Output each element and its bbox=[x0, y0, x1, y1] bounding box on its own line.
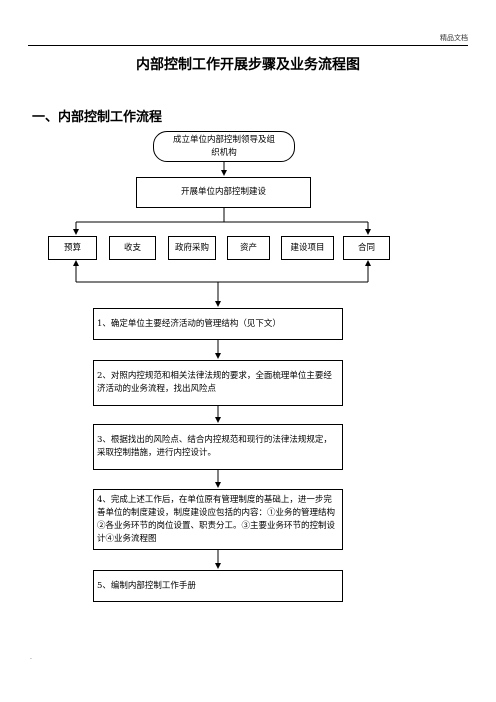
document-title: 内部控制工作开展步骤及业务流程图 bbox=[136, 57, 360, 73]
flow-build-label: 开展单位内部控制建设 bbox=[180, 187, 266, 197]
area-budget: 预算 bbox=[48, 236, 97, 260]
flow-start-label: 成立单位内部控制领导及组织机构 bbox=[172, 134, 275, 158]
area-procurement: 政府采购 bbox=[168, 236, 216, 260]
step-4: 4、完成上述工作后，在单位原有管理制度的基础上，进一步完善单位的制度建设，制度建… bbox=[93, 489, 343, 550]
area-assets: 资产 bbox=[227, 236, 270, 260]
header-mark: 精品文档 bbox=[440, 34, 468, 42]
flow-start-node: 成立单位内部控制领导及组织机构 bbox=[153, 131, 295, 162]
step-2: 2、对照内控规范和相关法律法规的要求，全面梳理单位主要经济活动的业务流程，找出风… bbox=[93, 360, 343, 406]
step-1-text: 1、确定单位主要经济活动的管理结构（见下文） bbox=[97, 318, 281, 329]
area-revenue-expense: 收支 bbox=[109, 236, 156, 260]
header-rule bbox=[28, 45, 468, 46]
step-4-text: 4、完成上述工作后，在单位原有管理制度的基础上，进一步完善单位的制度建设，制度建… bbox=[97, 494, 336, 544]
step-2-text: 2、对照内控规范和相关法律法规的要求，全面梳理单位主要经济活动的业务流程，找出风… bbox=[97, 371, 332, 394]
area-contracts: 合同 bbox=[343, 236, 390, 260]
step-3-text: 3、根据找出的风险点、结合内控规范和现行的法律法规规定，采取控制措施，进行内控设… bbox=[97, 435, 332, 458]
area-label: 预算 bbox=[63, 242, 81, 253]
area-label: 收支 bbox=[123, 242, 141, 253]
area-label: 建设项目 bbox=[290, 242, 325, 253]
step-1: 1、确定单位主要经济活动的管理结构（见下文） bbox=[93, 308, 343, 340]
step-5-text: 5、编制内部控制工作手册 bbox=[97, 580, 196, 591]
footer-mark: . bbox=[30, 654, 32, 661]
area-construction: 建设项目 bbox=[281, 236, 334, 260]
step-3: 3、根据找出的风险点、结合内控规范和现行的法律法规规定，采取控制措施，进行内控设… bbox=[93, 424, 343, 470]
area-label: 资产 bbox=[239, 242, 257, 253]
section-heading: 一、内部控制工作流程 bbox=[32, 110, 163, 125]
area-label: 合同 bbox=[357, 242, 375, 253]
area-label: 政府采购 bbox=[174, 242, 209, 253]
flow-build-node: 开展单位内部控制建设 bbox=[136, 177, 311, 208]
step-5: 5、编制内部控制工作手册 bbox=[93, 570, 343, 602]
